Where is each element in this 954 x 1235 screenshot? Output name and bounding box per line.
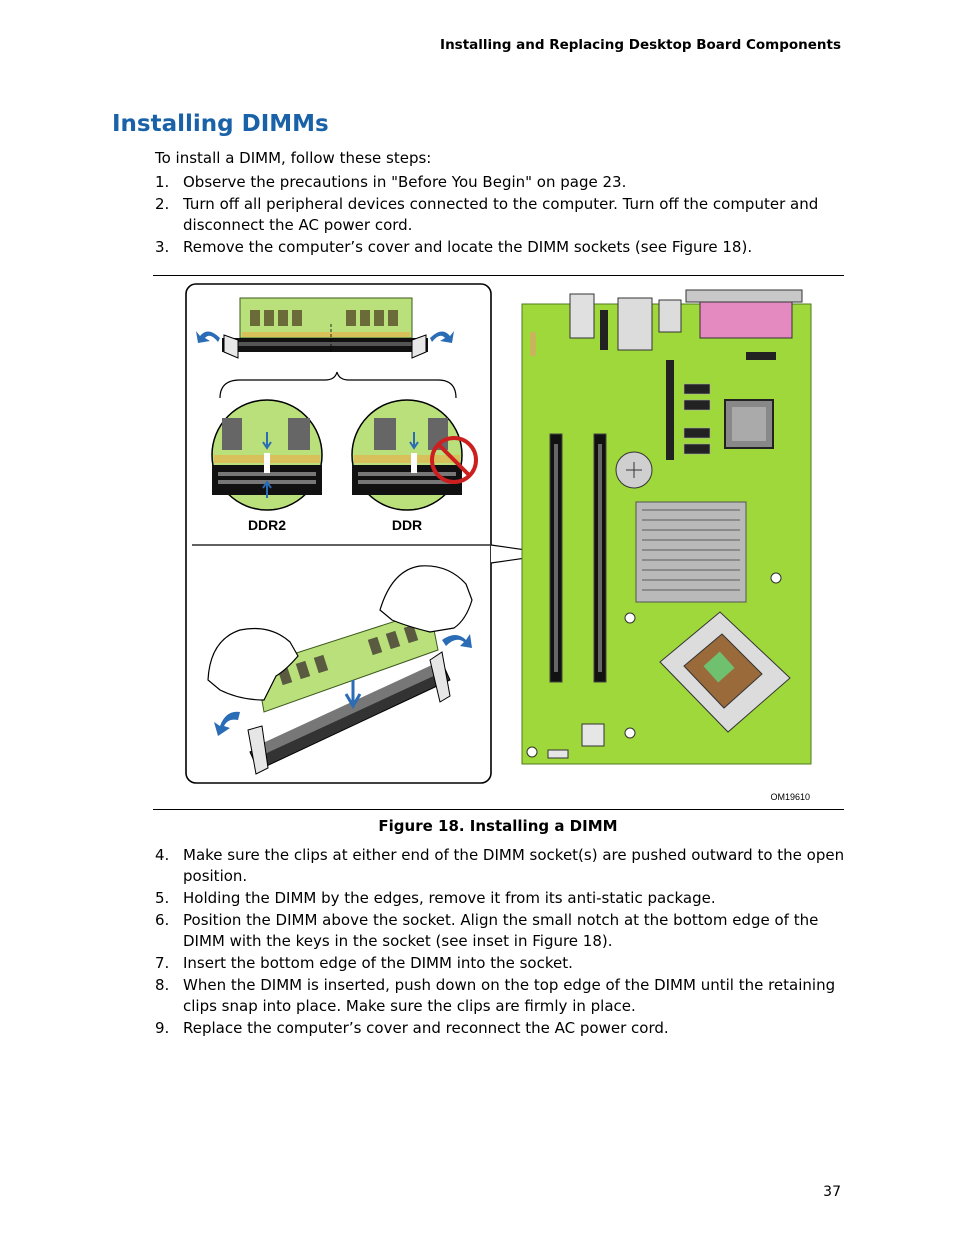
dimm-installation-figure: DDR2 DDR — [185, 283, 812, 802]
step-item: 3. Remove the computer’s cover and locate… — [155, 237, 845, 258]
step-text: Observe the precautions in "Before You B… — [183, 173, 627, 191]
step-number: 5. — [155, 889, 170, 907]
step-number: 9. — [155, 1019, 170, 1037]
step-item: 7. Insert the bottom edge of the DIMM int… — [155, 953, 845, 974]
running-header: Installing and Replacing Desktop Board C… — [440, 37, 841, 53]
steps-list-after: 4. Make sure the clips at either end of t… — [155, 845, 845, 1040]
step-text: Holding the DIMM by the edges, remove it… — [183, 889, 716, 907]
page-number: 37 — [823, 1184, 841, 1200]
figure-caption: Figure 18. Installing a DIMM — [378, 817, 618, 835]
page-title: Installing DIMMs — [112, 111, 329, 137]
step-number: 2. — [155, 195, 170, 213]
step-text: Replace the computer’s cover and reconne… — [183, 1019, 669, 1037]
step-number: 8. — [155, 976, 170, 994]
step-number: 6. — [155, 911, 170, 929]
step-text: Insert the bottom edge of the DIMM into … — [183, 954, 573, 972]
step-item: 9. Replace the computer’s cover and recon… — [155, 1018, 845, 1039]
step-number: 4. — [155, 846, 170, 864]
steps-list-before: 1. Observe the precautions in "Before You… — [155, 172, 845, 259]
figure-top-rule — [153, 275, 844, 276]
step-number: 3. — [155, 238, 170, 256]
ddr-label: DDR — [392, 517, 422, 533]
step-item: 5. Holding the DIMM by the edges, remove … — [155, 888, 845, 909]
ddr-notch-inset — [351, 399, 478, 511]
step-text: Make sure the clips at either end of the… — [183, 846, 845, 885]
inset-bracket — [219, 371, 457, 399]
figure-bottom-rule — [153, 809, 844, 810]
step-item: 8. When the DIMM is inserted, push down o… — [155, 975, 845, 1017]
figure-code: OM19610 — [770, 792, 810, 802]
step-text: Turn off all peripheral devices connecte… — [183, 195, 819, 234]
step-text: Remove the computer’s cover and locate t… — [183, 238, 753, 256]
step-item: 1. Observe the precautions in "Before You… — [155, 172, 845, 193]
step-number: 1. — [155, 173, 170, 191]
ddr2-label: DDR2 — [248, 517, 286, 533]
dimm-socket-top-illustration — [196, 297, 454, 359]
step-number: 7. — [155, 954, 170, 972]
step-item: 6. Position the DIMM above the socket. Al… — [155, 910, 845, 952]
prohibit-icon — [430, 436, 478, 484]
step-text: Position the DIMM above the socket. Alig… — [183, 911, 819, 950]
ddr2-notch-inset — [211, 399, 323, 511]
hands-inserting-dimm-illustration — [207, 565, 473, 775]
step-item: 4. Make sure the clips at either end of t… — [155, 845, 845, 887]
motherboard-illustration — [521, 289, 812, 765]
step-text: When the DIMM is inserted, push down on … — [183, 976, 836, 1015]
step-item: 2. Turn off all peripheral devices connec… — [155, 194, 845, 236]
intro-text: To install a DIMM, follow these steps: — [155, 149, 432, 167]
